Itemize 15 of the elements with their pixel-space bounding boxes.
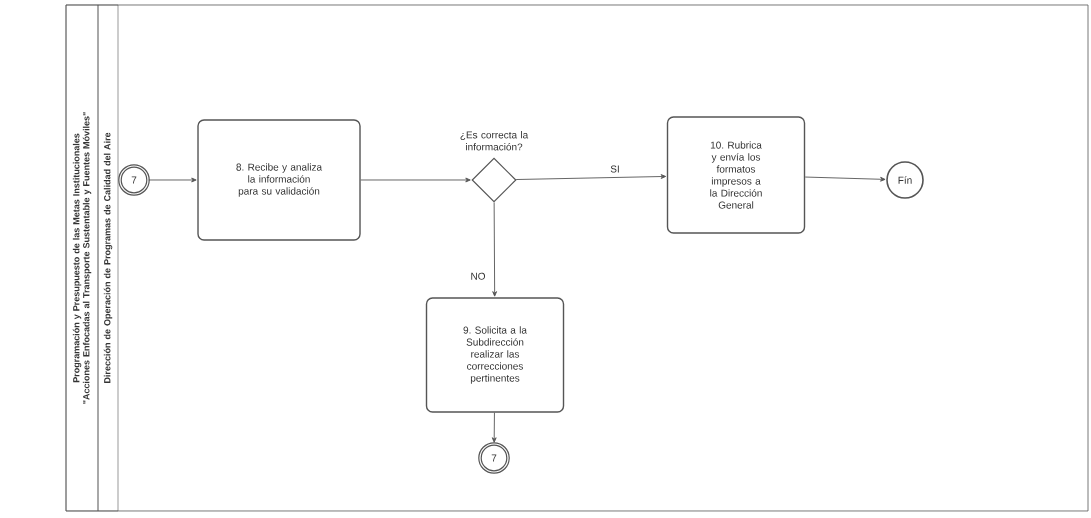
arrow	[804, 176, 886, 182]
task-box: 10. Rubrica y envía los formatos impresos a la Dirección General	[666, 116, 806, 234]
arrow	[491, 412, 497, 443]
arrow	[515, 174, 667, 180]
pool-label: Programación y Presupuesto de las Metas Institucionales "Acciones Enfocadas al Transporte Sustentable y Fuentes Móviles"	[65, 4, 99, 512]
lane-label: Dirección de Operación de Programas de Calidad del Aire	[97, 4, 119, 512]
arrow	[492, 202, 498, 297]
task-box: 9. Solicita a la Subdirección realizar las correcciones pertinentes	[425, 297, 565, 413]
arrow	[360, 177, 471, 183]
question-label: ¿Es correcta la información?	[460, 131, 529, 151]
edge-label: SI	[610, 165, 619, 173]
arrow	[148, 177, 197, 183]
task-box: 8. Recibe y analiza la información para su validación	[197, 119, 361, 241]
edge-label: NO	[471, 272, 486, 280]
decision-diamond	[471, 157, 517, 203]
